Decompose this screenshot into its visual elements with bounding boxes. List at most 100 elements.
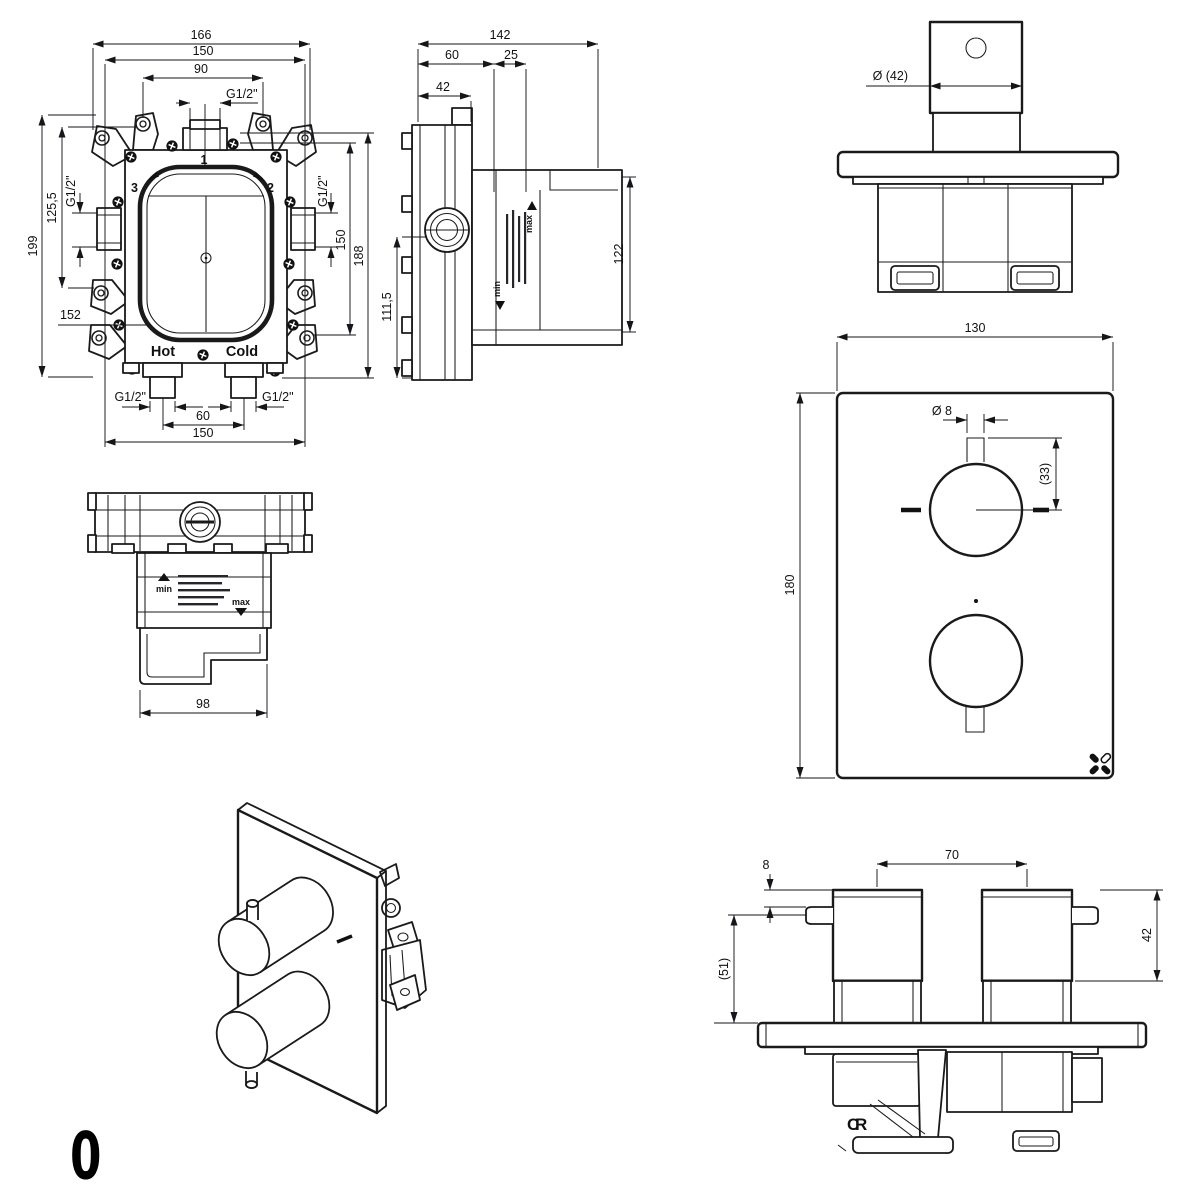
view-valve-body-side: max min 142 60 25 42 111,5 [380,28,636,381]
interior-cartridge-opening [137,164,275,343]
dim-height-fixing: 125,5 [45,126,136,289]
dim-handle-diameter: Ø (42) [866,69,1022,90]
handle-hole [965,37,987,59]
dim-text-98: 98 [196,697,210,711]
max-label-bottom: max [232,597,250,607]
dim-height-overall: 199 [26,114,96,378]
dim-text-60: 60 [196,409,210,423]
handle-base [932,112,1021,153]
bottom-outlets [122,362,284,399]
dim-height-lower: 111,5 [380,236,427,379]
dim-text-42-side: 42 [436,80,450,94]
bottom-handle-stem [965,706,985,733]
port-3-label: 3 [131,181,138,195]
dim-text-51: (51) [717,958,731,980]
top-view-body [832,1049,1103,1154]
dim-text-90: 90 [194,62,208,76]
bottom-handle-circle [928,613,1024,709]
dim-text-130: 130 [965,321,986,335]
dim-text-199: 199 [26,236,40,257]
cold-label: Cold [226,344,258,360]
dim-text-42-top: 42 [1140,928,1154,942]
dim-text-188: 188 [352,246,366,267]
trim-plate-edge [836,150,1120,179]
dim-stem-diameter: Ø 8 [932,404,1008,433]
cr-logo-r: R [855,1115,867,1134]
max-arrow-down-icon [235,608,247,616]
dim-text-g12-right: G1/2" [316,175,330,207]
iso-rear-hardware [379,863,427,1011]
iso-indicator-dash [336,934,353,944]
dim-text-25: 25 [504,48,518,62]
dim-ref-152: 152 [58,308,148,326]
valve-body-behind [877,183,1073,293]
iso-bottom-stem-cap [245,1080,258,1089]
view-trim-front: 130 180 Ø 8 (33) [783,321,1115,780]
dim-thread-bottom-right: G1/2" [208,390,294,412]
dim-height-body: 188 [240,132,374,379]
dim-text-166: 166 [191,28,212,42]
min-label: min [492,281,502,297]
port-number-arrows [146,168,266,182]
side-bracket-plate [401,107,473,381]
min-max-label-side: max min [492,201,537,310]
top-handle-stem [966,437,985,462]
cr-logo-c: C [847,1115,859,1134]
dim-thread-bottom-left: G1/2" [114,390,203,412]
dim-text-150-bottom: 150 [193,426,214,440]
hot-label: Hot [151,344,175,360]
iso-bottom-handle [215,970,331,1070]
dim-text-8: 8 [763,858,770,872]
top-left-handle [831,888,924,983]
left-stem-top [805,906,833,925]
cr-logo: C R [847,1115,867,1134]
dim-text-g12-top: G1/2" [226,87,258,101]
dim-text-dia8: Ø 8 [932,404,952,418]
iso-top-stem-cap [246,899,259,908]
view-valve-body-front: 1 3 2 Hot Cold 166 150 90 G1/2" 199 [26,28,374,447]
dim-text-122: 122 [612,244,626,265]
dim-text-dia-42: Ø (42) [873,69,908,83]
dim-text-180: 180 [783,575,797,596]
left-escutcheon [833,980,922,1024]
dim-handle-height: 42 [1075,889,1163,982]
dim-depth-bracket: 42 [418,80,472,122]
dim-text-152: 152 [60,308,81,322]
dim-height-body-side: 122 [612,176,636,333]
plate-lip [852,176,1104,185]
dim-plate-width: 130 [836,321,1114,391]
plate-edge-top [756,1021,1148,1049]
crosswater-x-logo-icon [1089,752,1112,775]
dim-outlet-spacing: 60 [162,398,245,430]
min-label-bottom: min [156,584,172,594]
dim-width-overall: 166 [92,28,311,130]
dim-text-g12-left: G1/2" [64,175,78,207]
dim-handle-spacing: 70 [876,848,1028,887]
dim-plate-height: 180 [783,392,835,779]
dim-width-fixing: 150 [104,44,306,447]
dim-stem-offset: (33) [976,437,1062,511]
trim-plate-front [835,391,1115,780]
dim-height-ports: 150 [240,142,356,336]
iso-top-handle [217,876,334,977]
dim-width-bottom: 150 [105,426,305,446]
min-arrow-up-icon [158,573,170,581]
min-arrow-icon [495,301,505,310]
side-body-box [471,169,623,346]
side-ports [96,207,316,251]
bottom-bracket-strip [87,492,313,554]
port-1-label: 1 [201,153,208,167]
dim-text-60-side: 60 [445,48,459,62]
dim-text-g12-br: G1/2" [262,390,294,404]
dim-text-142: 142 [490,28,511,42]
dim-thread-right: G1/2" [315,175,338,267]
dim-depth-ref: (51) [714,914,806,1024]
max-label: max [524,215,534,233]
dim-text-g12-bl: G1/2" [114,390,146,404]
top-inlet-fitting [182,104,228,168]
right-escutcheon [982,980,1072,1024]
dim-text-111-5: 111,5 [380,292,394,321]
dim-thread-top: G1/2" [176,87,258,126]
view-valve-body-bottom: min max 98 [87,492,313,718]
